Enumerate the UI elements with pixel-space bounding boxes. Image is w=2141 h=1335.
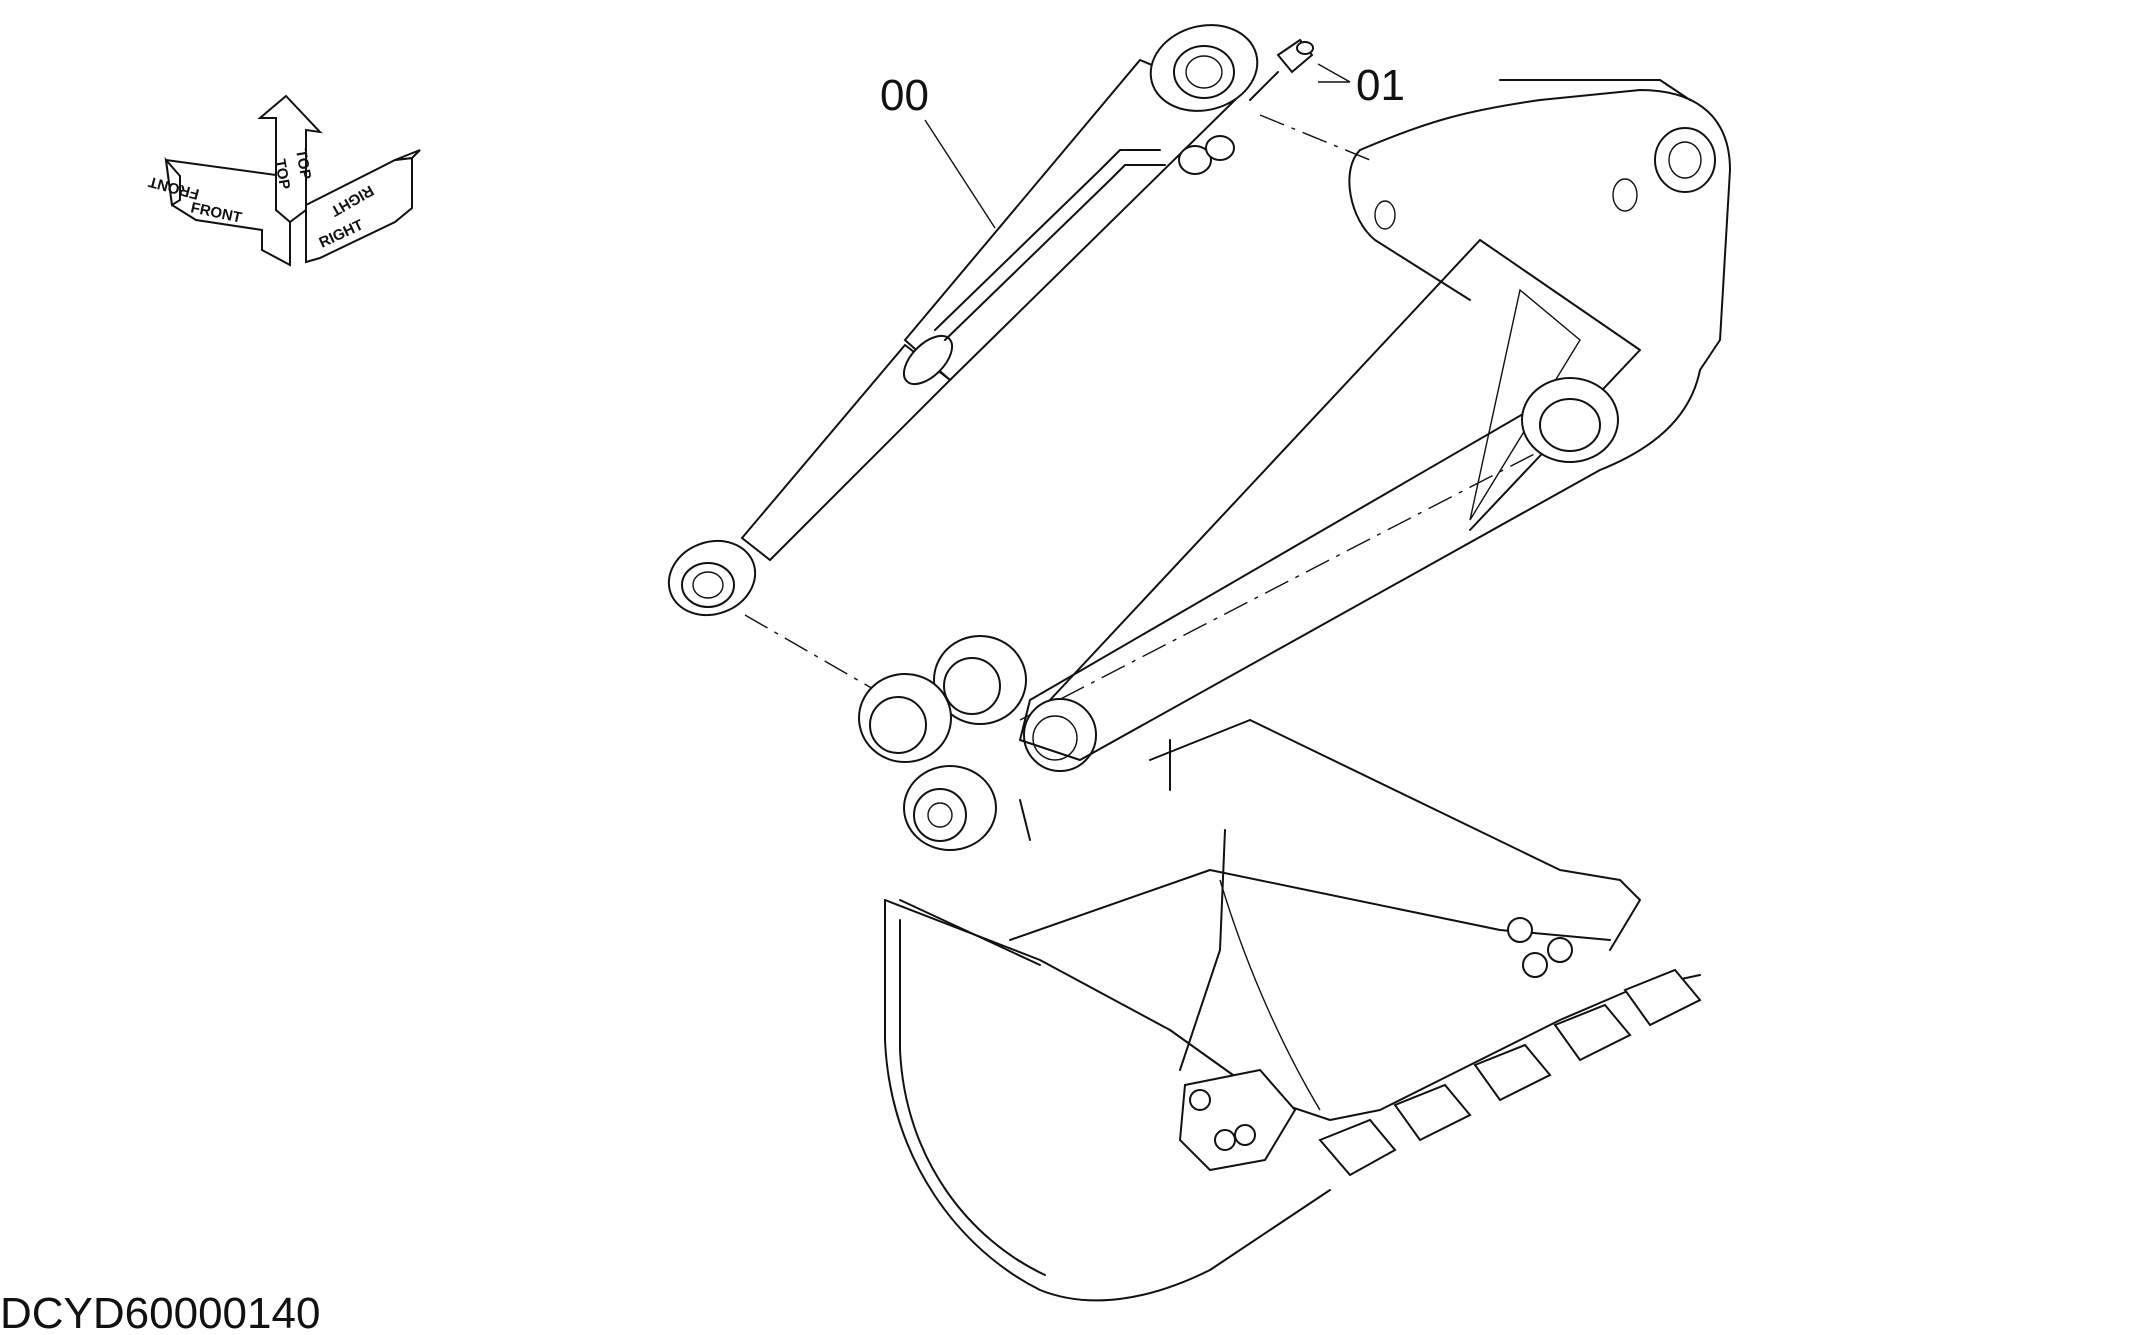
hydraulic-cylinder bbox=[667, 24, 1259, 617]
arm-linkage bbox=[1019, 79, 1731, 761]
callout-00-label: 00 bbox=[880, 71, 929, 120]
drawing-code: DCYD60000140 bbox=[0, 1289, 320, 1335]
bucket-teeth bbox=[1318, 968, 1702, 1177]
callout-00: 00 bbox=[880, 71, 996, 229]
top-label-b: TOP bbox=[292, 148, 314, 181]
callout-01-label: 01 bbox=[1356, 61, 1405, 110]
bushings bbox=[858, 635, 1097, 851]
grease-fitting bbox=[1249, 38, 1314, 101]
callout-01: 01 bbox=[1317, 61, 1405, 110]
top-label-a: TOP bbox=[271, 158, 293, 191]
assembly-centerlines bbox=[744, 114, 1601, 721]
orientation-indicator: FRONT FRONT TOP TOP RIGHT RIGHT bbox=[147, 94, 421, 267]
bucket bbox=[884, 719, 1701, 1302]
